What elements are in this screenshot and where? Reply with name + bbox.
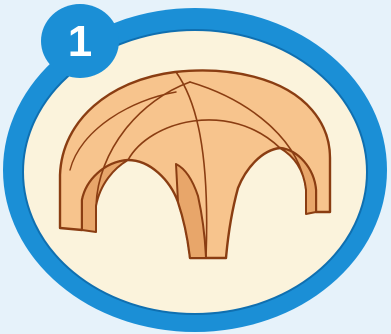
step-number: 1 <box>68 20 92 64</box>
step-badge: 1 <box>41 4 119 78</box>
